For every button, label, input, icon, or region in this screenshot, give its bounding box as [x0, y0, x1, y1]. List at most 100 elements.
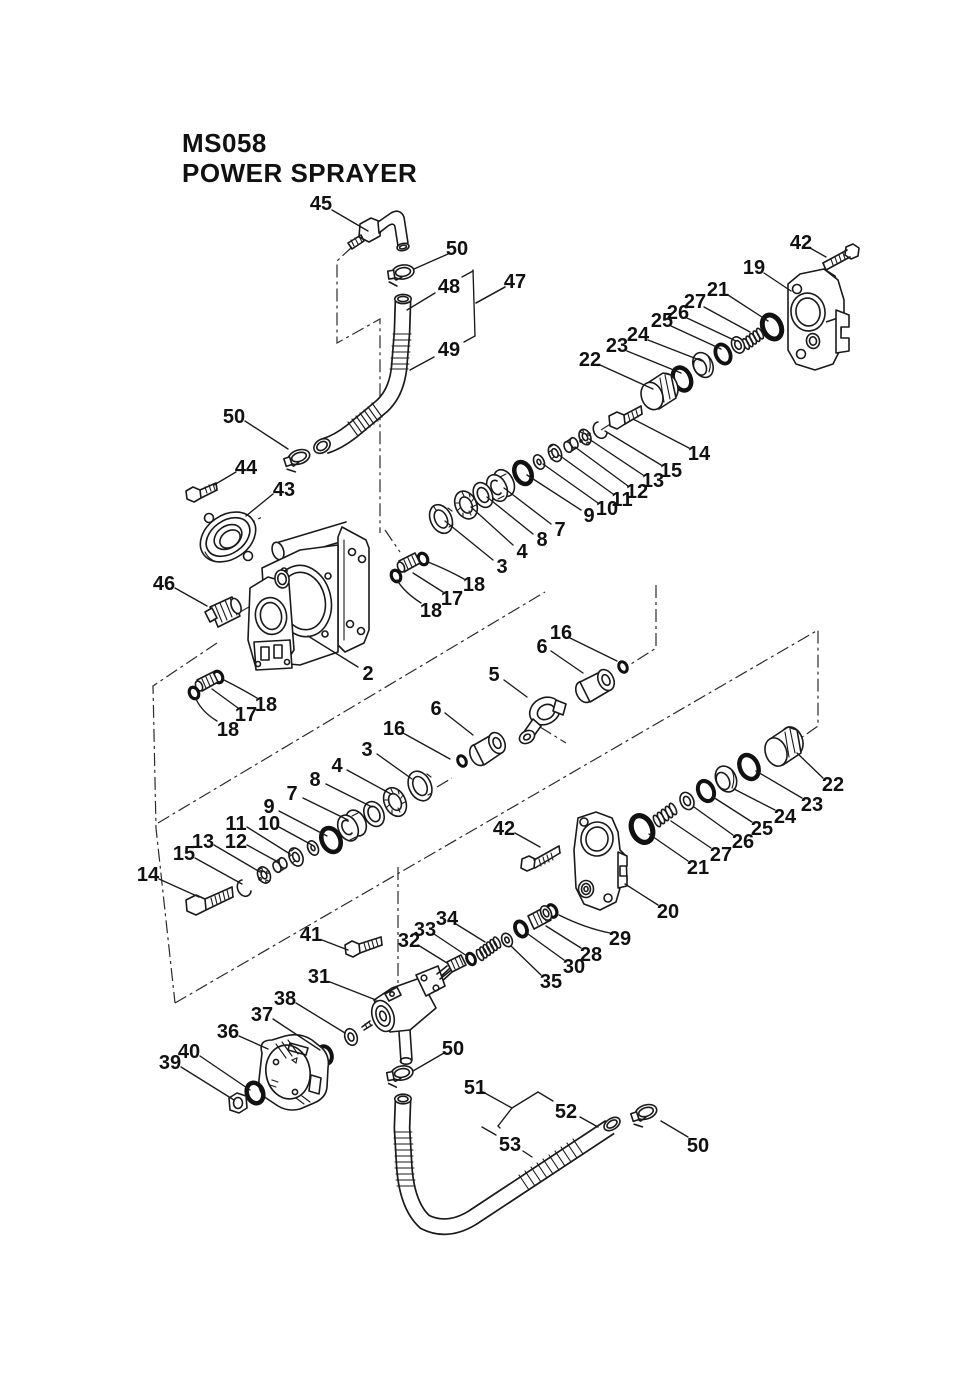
part-label-15: 15	[173, 843, 195, 865]
part-36-cam	[258, 1033, 330, 1111]
part-42-bolt-top	[822, 243, 860, 271]
part-label-37: 37	[251, 1004, 273, 1026]
part-label-26: 26	[732, 831, 754, 853]
part-label-11: 11	[225, 813, 246, 835]
part-label-8: 8	[309, 769, 320, 791]
part-label-21: 21	[687, 857, 709, 879]
part-45-elbow-fitting	[347, 210, 410, 252]
part-label-53: 53	[499, 1134, 521, 1156]
part-label-43: 43	[273, 479, 295, 501]
part-9-o-ring	[512, 459, 534, 487]
hose-ribs-top	[389, 333, 412, 370]
part-label-18: 18	[217, 719, 239, 741]
part-16-o-ring-upper	[617, 660, 629, 674]
hose-ribs-vertical	[393, 1131, 416, 1187]
part-label-8: 8	[536, 529, 547, 551]
part-label-44: 44	[235, 457, 258, 479]
part-label-27: 27	[684, 291, 706, 313]
part-label-31: 31	[308, 966, 330, 988]
part-14-bolt-top	[608, 405, 643, 430]
part-label-18: 18	[463, 574, 485, 596]
hose-48-49	[313, 293, 412, 455]
part-24-valve-lower	[714, 765, 738, 793]
part-3-seal-ring-lower	[407, 770, 433, 802]
part-50-hose-clamp	[281, 446, 315, 475]
part-label-16: 16	[383, 718, 405, 740]
part-39-nut	[228, 1092, 248, 1114]
part-7-sleeve-lower	[336, 809, 368, 842]
part-label-21: 21	[707, 279, 729, 301]
part-label-3: 3	[496, 556, 507, 578]
part-label-41: 41	[300, 924, 322, 946]
part-4-bearing	[453, 490, 479, 520]
part-label-22: 22	[822, 774, 844, 796]
part-label-10: 10	[258, 813, 280, 835]
part-26-seat-lower	[679, 791, 695, 811]
part-label-50: 50	[223, 406, 245, 428]
part-13-retainer	[578, 428, 592, 446]
part-label-12: 12	[225, 831, 247, 853]
part-label-22: 22	[579, 349, 601, 371]
part-16-o-ring-lower	[456, 754, 468, 768]
leader-lines	[158, 209, 827, 1138]
part-label-25: 25	[651, 310, 673, 332]
part-34-spring	[475, 936, 502, 962]
part-31-valve-body	[361, 965, 451, 1066]
part-25-o-ring-lower	[695, 778, 717, 804]
hose-ribs-mid	[347, 402, 383, 437]
part-25-o-ring	[713, 342, 733, 366]
part-label-24: 24	[627, 324, 650, 346]
part-label-27: 27	[710, 844, 732, 866]
bracket-51	[481, 1091, 599, 1158]
part-20-valve-head	[573, 811, 628, 911]
part-4-bearing-lower	[382, 786, 408, 818]
part-label-42: 42	[493, 818, 515, 840]
part-label-32: 32	[398, 930, 420, 952]
part-50-hose-clamp	[386, 262, 417, 288]
part-label-50: 50	[446, 238, 468, 260]
part-label-9: 9	[583, 505, 594, 527]
part-label-23: 23	[606, 335, 628, 357]
part-label-30: 30	[563, 956, 585, 978]
part-5-rocker	[518, 696, 567, 745]
part-label-51: 51	[464, 1077, 486, 1099]
part-10-washer-lower	[306, 840, 320, 856]
part-6-cylinder-lower	[468, 731, 507, 767]
part-15-snap-ring	[592, 421, 608, 440]
part-33-o-ring	[465, 951, 477, 967]
part-label-35: 35	[540, 971, 562, 993]
part-17-18-plug-set-left	[187, 669, 225, 701]
part-21-o-ring	[759, 312, 785, 342]
part-label-19: 19	[743, 257, 765, 279]
part-label-6: 6	[536, 636, 547, 658]
part-label-4: 4	[516, 541, 528, 563]
part-44-bolt	[185, 482, 218, 503]
part-10-washer	[532, 454, 546, 470]
hose-51-52-53	[393, 1093, 621, 1236]
part-11-bushing-lower	[288, 847, 304, 867]
part-label-29: 29	[609, 928, 631, 950]
product-name: POWER SPRAYER	[182, 158, 417, 188]
hose-ribs-diagonal	[518, 1138, 584, 1191]
part-43-flange	[199, 511, 257, 563]
part-label-25: 25	[751, 818, 773, 840]
part-38-washer	[343, 1027, 359, 1047]
part-label-48: 48	[438, 276, 460, 298]
part-label-13: 13	[642, 470, 664, 492]
part-label-11: 11	[611, 489, 632, 511]
part-46-plug	[204, 596, 242, 628]
part-3-seal-ring	[428, 503, 454, 535]
part-19-valve-head	[787, 268, 850, 371]
part-label-52: 52	[555, 1101, 577, 1123]
part-label-26: 26	[667, 302, 689, 324]
part-label-36: 36	[217, 1021, 239, 1043]
part-label-12: 12	[626, 481, 648, 503]
part-label-46: 46	[153, 573, 175, 595]
part-label-9: 9	[263, 796, 274, 818]
part-label-14: 14	[137, 864, 160, 886]
part-label-45: 45	[310, 193, 332, 215]
part-label-18: 18	[255, 694, 277, 716]
